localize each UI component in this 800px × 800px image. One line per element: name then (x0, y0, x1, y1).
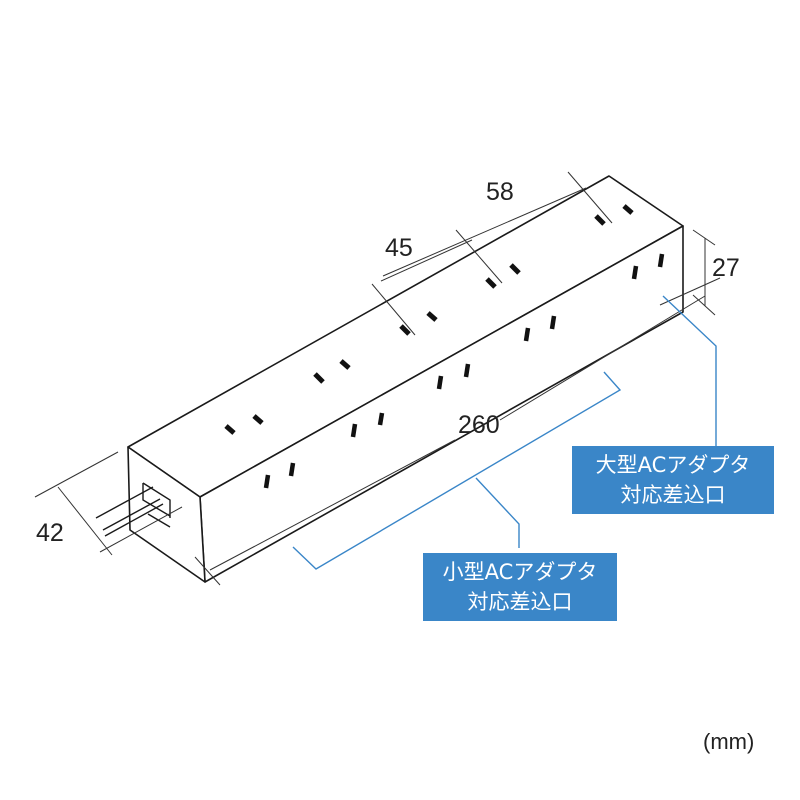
callout-leaders (292, 295, 717, 570)
outlet-slot (224, 424, 236, 435)
callout-small-line1: 小型ACアダプタ (442, 560, 598, 584)
dim-260: 260 (458, 411, 500, 439)
front-outlets (263, 253, 665, 489)
callout-small-adapter: 小型ACアダプタ 対応差込口 (423, 553, 617, 621)
callout-large-line1: 大型ACアダプタ (595, 453, 751, 477)
callout-small-line2: 対応差込口 (467, 590, 573, 614)
dim-27: 27 (712, 254, 740, 282)
cord-opening (142, 482, 171, 518)
dim-58: 58 (486, 178, 514, 206)
callout-large-line2: 対応差込口 (620, 483, 726, 507)
top-outlets (224, 204, 634, 435)
dim-45: 45 (385, 234, 413, 262)
unit-label: (mm) (703, 729, 755, 754)
power-cord (95, 486, 171, 537)
callout-large-adapter: 大型ACアダプタ 対応差込口 (572, 446, 774, 514)
dim-42: 42 (36, 519, 64, 547)
dimension-lines (34, 171, 721, 586)
